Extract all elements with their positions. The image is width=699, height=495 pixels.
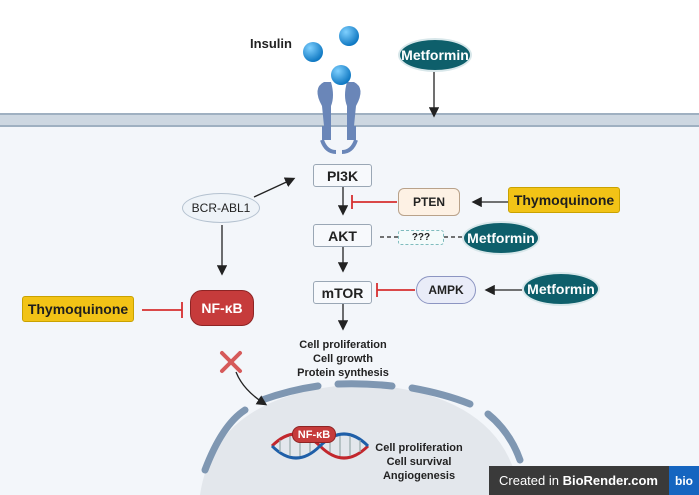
mtor-outcomes: Cell proliferation Cell growth Protein s… [285,338,401,380]
outcome-text: Cell survival [386,456,452,468]
node-nfkb: NF-κB [190,290,254,326]
node-mtor: mTOR [313,281,372,304]
biorender-watermark: Created in BioRender.com bio [489,466,699,495]
brand-prefix: Created in [499,473,563,488]
outcome-text: Cell growth [313,353,373,365]
insulin-label: Insulin [250,36,292,51]
node-pten: PTEN [398,188,460,216]
thymoquinone-right: Thymoquinone [508,187,620,213]
outcome-text: Angiogenesis [382,470,456,482]
nucleus-outcomes: Cell proliferation Cell survival Angioge… [368,441,470,483]
node-bcr-abl1: BCR-ABL1 [182,193,260,223]
brand-text: Created in BioRender.com [489,473,658,488]
insulin-molecule [331,65,351,85]
dna-nfkb-label: NF-κB [292,426,336,443]
insulin-molecule [339,26,359,46]
node-unknown: ??? [398,230,444,245]
metformin-top: Metformin [398,38,472,72]
blocked-x-mark [220,351,242,373]
brand-name: BioRender.com [562,473,658,488]
node-pi3k: PI3K [313,164,372,187]
node-akt: AKT [313,224,372,247]
outcome-text: Cell proliferation [375,442,463,454]
insulin-molecule [303,42,323,62]
outcome-text: Cell proliferation [299,339,387,351]
node-ampk: AMPK [416,276,476,304]
thymoquinone-left: Thymoquinone [22,296,134,322]
metformin-akt: Metformin [462,221,540,255]
bio-badge-icon: bio [669,466,699,495]
outcome-text: Protein synthesis [297,367,389,379]
metformin-ampk: Metformin [522,272,600,306]
